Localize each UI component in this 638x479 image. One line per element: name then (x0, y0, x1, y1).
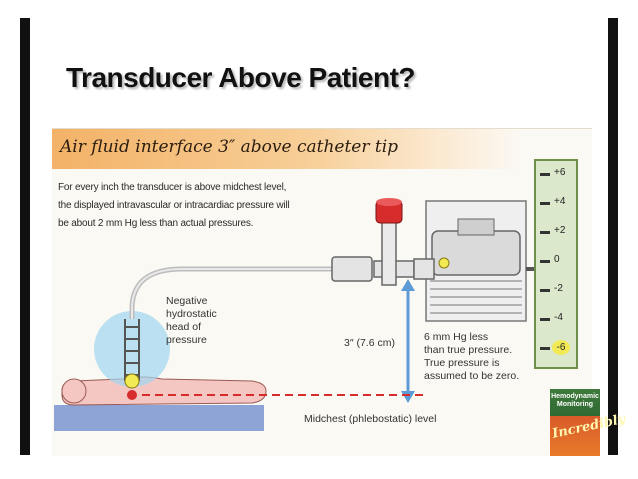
scale-tick-label: -6 (552, 340, 570, 355)
book-title-line: Hemodynamic (551, 393, 599, 400)
scale-tick: 0 (538, 254, 576, 268)
book-title-line: Monitoring (556, 401, 594, 408)
midchest-label: Midchest (phlebostatic) level (304, 413, 437, 425)
pressure-scale: +6 +4 +2 0 -2 -4 -6 (534, 159, 578, 369)
fluid-column-marker (124, 373, 140, 389)
description-line: be about 2 mm Hg less than actual pressu… (58, 218, 254, 229)
scale-tick: +2 (538, 225, 576, 239)
scale-tick-label: -2 (554, 283, 563, 294)
description-line: the displayed intravascular or intracard… (58, 200, 290, 211)
pressure-note-line: True pressure is (424, 357, 500, 369)
scale-tick: +4 (538, 196, 576, 210)
mattress (54, 405, 264, 431)
pressure-note-line: assumed to be zero. (424, 370, 520, 382)
scale-tick-label: +2 (554, 225, 566, 236)
scale-tick-label: +6 (554, 167, 566, 178)
slide-border-left (20, 18, 30, 455)
transducer-figure: Air fluid interface 3″ above catheter ti… (52, 128, 627, 456)
scale-tick: -4 (538, 312, 576, 326)
distance-label: 3″ (7.6 cm) (344, 337, 395, 349)
banner-text: Air fluid interface 3″ above catheter ti… (60, 137, 399, 157)
transducer (431, 230, 521, 276)
slide-border-right (608, 18, 618, 455)
pressure-note: 6 mm Hg less than true pressure. True pr… (424, 331, 519, 383)
negative-pressure-line: hydrostatic (166, 308, 217, 320)
scale-tick: +6 (538, 167, 576, 181)
negative-pressure-line: Negative (166, 295, 208, 307)
heart-marker (127, 390, 137, 400)
air-fluid-interface (438, 257, 450, 269)
description-text: For every inch the transducer is above m… (58, 179, 378, 233)
patient-body (61, 376, 267, 406)
hydrostatic-glow (94, 311, 170, 387)
catheter-tubing (129, 266, 332, 319)
stopcock-port (381, 220, 397, 286)
slide: Transducer Above Patient? Air fluid inte… (30, 18, 627, 456)
diagram-artwork (54, 198, 534, 431)
scale-tick-label: 0 (554, 254, 560, 265)
patient-head (61, 378, 87, 404)
scale-tick-label: -4 (554, 312, 563, 323)
pressure-note-line: than true pressure. (424, 344, 513, 356)
description-line: For every inch the transducer is above m… (58, 182, 287, 193)
book-title: Hemodynamic Monitoring (550, 393, 600, 409)
scale-tick-label: +4 (554, 196, 566, 207)
scale-tick-highlighted: -6 (538, 340, 576, 355)
figure-banner: Air fluid interface 3″ above catheter ti… (52, 129, 522, 169)
book-cover: Hemodynamic Monitoring Incredibly (550, 389, 627, 456)
negative-pressure-label: Negative hydrostatic head of pressure (166, 295, 217, 347)
pressure-note-line: 6 mm Hg less (424, 331, 489, 343)
slide-title: Transducer Above Patient? (66, 62, 416, 93)
negative-pressure-line: head of (166, 321, 202, 333)
negative-pressure-line: pressure (166, 334, 207, 346)
book-brand: Incredibly (550, 411, 627, 442)
scale-tick: -2 (538, 283, 576, 297)
stopcock (331, 256, 373, 282)
